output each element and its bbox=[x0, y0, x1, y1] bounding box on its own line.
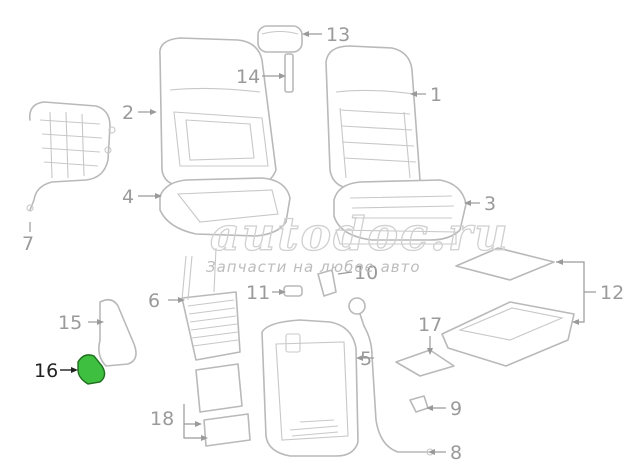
callout-7: 7 bbox=[22, 233, 34, 255]
callout-14: 14 bbox=[236, 66, 260, 88]
seat-back-right-part bbox=[325, 45, 421, 191]
headrest-part bbox=[257, 25, 303, 53]
watermark-subtitle: Запчасти на любое авто bbox=[206, 258, 421, 276]
callout-13: 13 bbox=[326, 24, 350, 46]
callout-1: 1 bbox=[430, 84, 442, 106]
leader-arrowheads bbox=[97, 31, 579, 455]
callout-17: 17 bbox=[418, 314, 442, 336]
callout-15: 15 bbox=[58, 312, 82, 334]
panels-part bbox=[195, 363, 251, 447]
rear-panel-part bbox=[261, 319, 359, 457]
backrest-panel-part bbox=[181, 247, 241, 361]
knob-part bbox=[283, 285, 303, 297]
callout-9: 9 bbox=[450, 398, 462, 420]
callout-3: 3 bbox=[484, 193, 496, 215]
lever-part bbox=[317, 269, 337, 297]
side-trim-part bbox=[98, 298, 137, 367]
seat-cushion-right-part bbox=[333, 179, 467, 245]
callout-12: 12 bbox=[600, 282, 624, 304]
callout-4: 4 bbox=[122, 186, 134, 208]
cushion-foam-part bbox=[441, 247, 575, 367]
callout-5: 5 bbox=[360, 348, 372, 370]
cable-part bbox=[348, 297, 434, 456]
headrest-guide-part bbox=[284, 53, 294, 93]
highlight-leader bbox=[60, 367, 78, 373]
watermark-logo: autodoc.ru bbox=[210, 207, 510, 261]
callout-2: 2 bbox=[122, 102, 134, 124]
clip-part bbox=[409, 395, 429, 413]
callout-10: 10 bbox=[354, 262, 378, 284]
callout-11: 11 bbox=[246, 282, 270, 304]
backrest-frame-part bbox=[26, 101, 116, 212]
highlighted-part-16[interactable] bbox=[77, 354, 106, 385]
seat-cushion-left-part bbox=[159, 177, 291, 237]
callout-18: 18 bbox=[150, 408, 174, 430]
callout-8: 8 bbox=[450, 442, 462, 464]
watermark: autodoc.ru Запчасти на любое авто bbox=[206, 206, 510, 276]
callout-16[interactable]: 16 bbox=[34, 360, 58, 382]
seat-back-left-part bbox=[159, 37, 277, 187]
callout-6: 6 bbox=[148, 290, 160, 312]
pad-part bbox=[395, 349, 455, 377]
